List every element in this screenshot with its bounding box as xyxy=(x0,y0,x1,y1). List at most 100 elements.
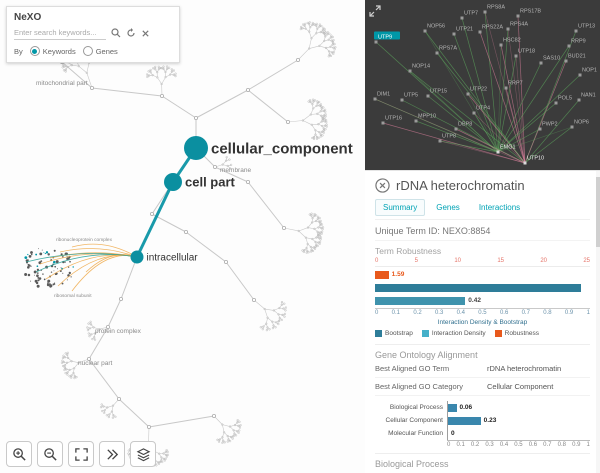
tree-label: mitochondrial part xyxy=(36,80,88,87)
gene-node[interactable]: UTP7 xyxy=(460,11,479,20)
gene-node[interactable]: RPS4A xyxy=(506,22,529,31)
term-node-intracellular[interactable]: intracellular xyxy=(130,250,199,264)
search-by-genes-radio[interactable]: Genes xyxy=(82,46,118,56)
robustness-section-label: Term Robustness xyxy=(375,246,442,256)
gene-node[interactable]: RRP9 xyxy=(567,39,586,48)
svg-text:NOP14: NOP14 xyxy=(412,64,430,70)
detail-tabs: Summary Genes Interactions xyxy=(375,199,590,220)
gene-node[interactable]: RPS8A xyxy=(483,5,506,14)
svg-text:RRP7: RRP7 xyxy=(508,81,523,87)
svg-text:UTP5: UTP5 xyxy=(404,93,418,99)
fit-to-screen-button[interactable] xyxy=(68,441,94,467)
legend-bootstrap: Bootstrap xyxy=(375,330,413,337)
gene-node[interactable]: EMG1 xyxy=(496,145,516,154)
gene-node[interactable]: RRP7 xyxy=(504,81,523,90)
gene-node[interactable]: UTP21 xyxy=(452,27,474,36)
tree-label: nuclear part xyxy=(78,360,113,367)
layers-button[interactable] xyxy=(130,441,156,467)
gene-node[interactable]: RPS22A xyxy=(478,25,504,34)
gene-node[interactable]: NOP56 xyxy=(423,24,446,33)
zoom-in-button[interactable] xyxy=(6,441,32,467)
svg-text:PWP2: PWP2 xyxy=(542,122,558,128)
term-detail-panel: rDNA heterochromatin Summary Genes Inter… xyxy=(365,170,600,473)
genes-radio-label: Genes xyxy=(95,46,118,56)
gene-node[interactable]: POL5 xyxy=(554,96,573,105)
gene-node[interactable]: HSC82 xyxy=(499,38,521,47)
gene-node[interactable]: UTP4 xyxy=(472,106,491,115)
svg-text:cellular_component: cellular_component xyxy=(211,140,353,157)
gene-node[interactable]: NAN1 xyxy=(577,93,596,102)
gene-node[interactable]: BUD21 xyxy=(564,54,586,63)
tab-interactions[interactable]: Interactions xyxy=(478,203,521,212)
zoom-out-button[interactable] xyxy=(37,441,63,467)
term-node-cell-part[interactable]: cell part xyxy=(164,173,236,191)
term-node-cellular_component[interactable]: cellular_component xyxy=(184,136,353,160)
tree-toolbar xyxy=(6,441,156,467)
legend-robustness: Robustness xyxy=(494,330,539,337)
gene-node[interactable]: DBP8 xyxy=(454,122,473,131)
svg-text:BUD21: BUD21 xyxy=(568,54,586,60)
gene-node[interactable]: NOP1 xyxy=(578,68,597,77)
tab-genes[interactable]: Genes xyxy=(436,203,460,212)
search-input[interactable] xyxy=(14,26,106,40)
gene-node[interactable]: RPS7A xyxy=(435,46,458,55)
gene-node[interactable]: UTP13 xyxy=(574,24,596,33)
expand-network-icon[interactable] xyxy=(369,4,381,17)
gene-node[interactable]: UTP10 xyxy=(523,156,545,165)
close-icon[interactable] xyxy=(375,178,390,193)
clear-icon[interactable] xyxy=(140,28,151,39)
keywords-radio-icon[interactable] xyxy=(29,46,40,56)
svg-text:NOP1: NOP1 xyxy=(582,68,597,74)
search-icon[interactable] xyxy=(110,28,121,39)
scrollbar[interactable] xyxy=(596,171,600,473)
gene-node[interactable]: RPS17B xyxy=(516,9,542,18)
reset-icon[interactable] xyxy=(125,28,136,39)
tab-summary[interactable]: Summary xyxy=(375,199,426,216)
svg-text:DBP8: DBP8 xyxy=(458,122,472,128)
genes-radio-icon[interactable] xyxy=(82,46,93,56)
gene-node[interactable]: NOP6 xyxy=(570,120,589,129)
search-by-keywords-radio[interactable]: Keywords xyxy=(29,46,76,56)
svg-text:EMG1: EMG1 xyxy=(500,145,516,151)
gene-node[interactable]: DIM1 xyxy=(373,92,391,101)
svg-text:RRP9: RRP9 xyxy=(571,39,586,45)
gene-node[interactable]: UTP16 xyxy=(381,116,403,125)
svg-text:UTP9: UTP9 xyxy=(378,35,392,41)
svg-text:NAN1: NAN1 xyxy=(581,93,596,99)
svg-text:POL5: POL5 xyxy=(558,96,572,102)
gene-node[interactable]: UTP5 xyxy=(400,93,419,102)
gene-node[interactable]: UTP18 xyxy=(514,49,536,58)
expand-subtree-button[interactable] xyxy=(99,441,125,467)
layers-icon xyxy=(136,447,150,461)
gene-node[interactable]: UTP9 xyxy=(374,31,400,44)
gene-node[interactable]: UTP15 xyxy=(426,89,448,98)
svg-text:UTP22: UTP22 xyxy=(470,87,487,93)
svg-text:UTP15: UTP15 xyxy=(430,89,447,95)
gene-node[interactable]: UTP22 xyxy=(466,87,488,96)
svg-text:MPP10: MPP10 xyxy=(418,114,436,120)
gene-node[interactable]: SAS10 xyxy=(539,56,561,65)
tree-label: protein complex xyxy=(95,328,142,335)
svg-text:RPS8A: RPS8A xyxy=(487,5,505,11)
gene-node[interactable]: NOP14 xyxy=(408,64,431,73)
robustness-legend: Bootstrap Interaction Density Robustness xyxy=(375,330,590,339)
svg-text:intracellular: intracellular xyxy=(147,253,199,264)
fit-to-screen-icon xyxy=(74,447,88,461)
legend-interaction-density: Interaction Density xyxy=(421,330,486,337)
svg-text:SAS10: SAS10 xyxy=(543,56,560,62)
scrollbar-thumb[interactable] xyxy=(596,177,600,247)
gene-node[interactable]: PWP2 xyxy=(538,122,558,131)
bar-interaction-density xyxy=(375,296,466,305)
svg-text:UTP10: UTP10 xyxy=(527,156,544,162)
bottom-axis-title: Interaction Density & Bootstrap xyxy=(437,319,528,326)
gene-node[interactable]: MPP10 xyxy=(414,114,437,123)
gene-node[interactable]: UTP8 xyxy=(438,134,457,143)
